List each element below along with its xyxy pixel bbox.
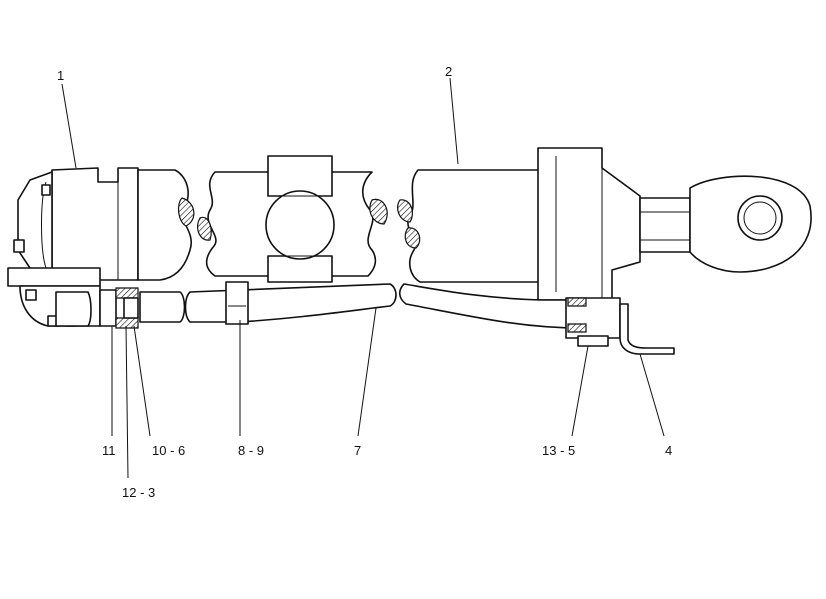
label-part-4: 4 — [665, 443, 672, 458]
label-part-10-6: 10 - 6 — [152, 443, 185, 458]
label-part-12-3: 12 - 3 — [122, 485, 155, 500]
leader-lines — [61, 77, 665, 479]
cylinder-tube-right — [397, 169, 541, 283]
bracket — [619, 303, 675, 355]
cylinder-tube-segment-left — [137, 169, 195, 281]
right-flange-connection — [565, 297, 621, 347]
label-part-11: 11 — [102, 443, 116, 458]
label-part-2: 2 — [445, 64, 452, 79]
piston-rod — [639, 197, 691, 253]
left-flange-connection — [99, 287, 139, 329]
label-part-8-9: 8 - 9 — [238, 443, 264, 458]
cylinder-tube-middle — [197, 155, 388, 283]
label-part-1: 1 — [57, 68, 64, 83]
label-part-7: 7 — [354, 443, 361, 458]
pipe-right — [398, 283, 581, 329]
pipe-left — [139, 283, 397, 323]
cylinder-head-rod-end — [537, 147, 641, 301]
label-part-13-5: 13 - 5 — [542, 443, 575, 458]
rod-eye — [689, 175, 812, 273]
pipe-clamp — [225, 281, 249, 325]
cylinder-bottom-head — [7, 167, 139, 327]
